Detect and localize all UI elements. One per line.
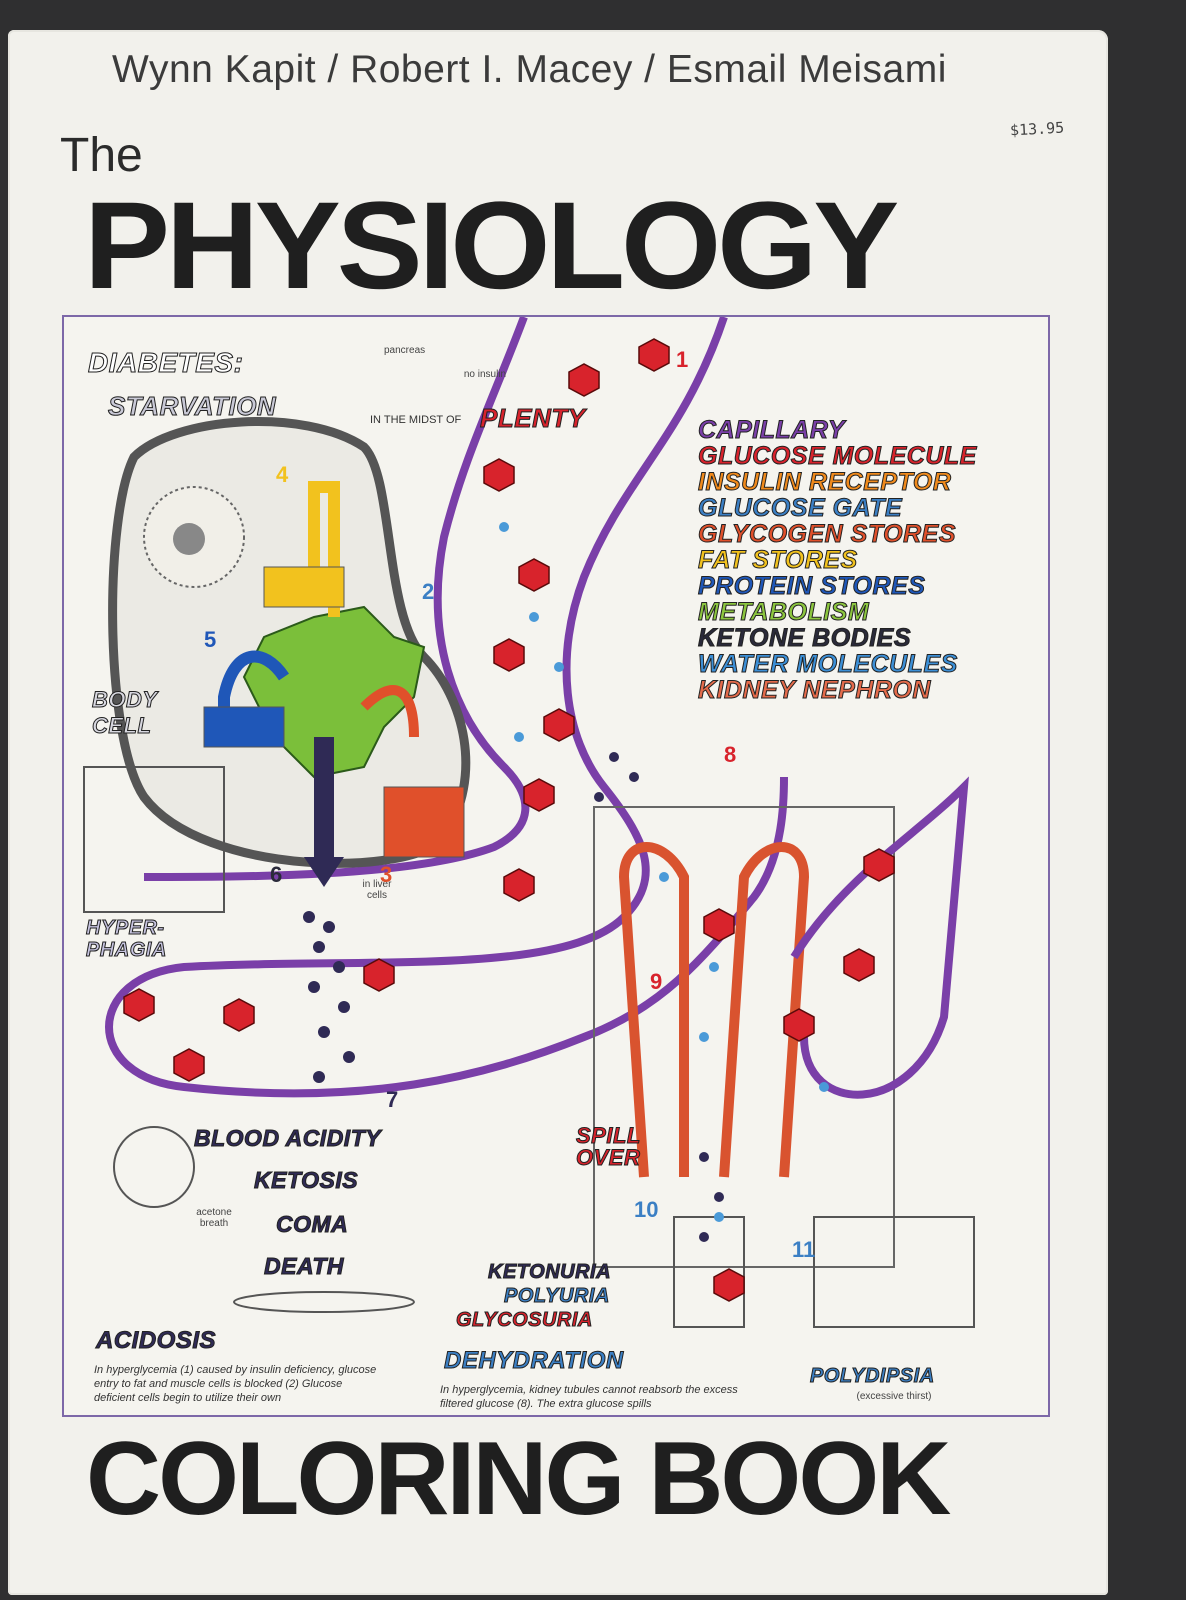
- price-tag: $13.95: [1009, 118, 1065, 140]
- water-molecules: [499, 522, 829, 1222]
- key-protein-stores: PROTEIN STORES: [698, 572, 926, 600]
- key-insulin-receptor: INSULIN RECEPTOR: [698, 468, 952, 496]
- acidosis-heading: ACIDOSIS: [95, 1327, 217, 1355]
- glucose-molecules: [123, 338, 895, 1302]
- heading-starvation: STARVATION: [107, 391, 277, 422]
- heading-midst: IN THE MIDST OF: [370, 414, 462, 426]
- acidosis-text: In hyperglycemia (1) caused by insulin d…: [94, 1364, 377, 1404]
- spill-over-label: SPILL OVER: [576, 1123, 641, 1170]
- glycosuria-label: GLYCOSURIA: [456, 1309, 593, 1332]
- coma-label: COMA: [275, 1211, 349, 1238]
- kidney-nephron: [618, 842, 689, 1178]
- blood-acidity-label: BLOOD ACIDITY: [193, 1125, 382, 1152]
- ketonuria-label: KETONURIA: [487, 1261, 612, 1284]
- excessive-thirst-label: (excessive thirst): [856, 1391, 932, 1402]
- step-4: 4: [276, 462, 289, 487]
- key-water-molecules: WATER MOLECULES: [698, 650, 958, 678]
- hyperphagia-inset: [83, 766, 225, 913]
- dehydration-text: In hyperglycemia, kidney tubules cannot …: [440, 1384, 738, 1410]
- step-9: 9: [650, 969, 663, 994]
- death-label: DEATH: [263, 1253, 345, 1280]
- urine-beaker: [673, 1216, 745, 1328]
- glycogen-stores: [383, 786, 465, 858]
- hyperphagia-label: HYPER-PHAGIA: [86, 917, 167, 962]
- title-the: The: [60, 129, 143, 182]
- step-7: 7: [386, 1087, 399, 1112]
- key-ketone-bodies: KETONE BODIES: [698, 624, 912, 652]
- key-terms-list: CAPILLARY GLUCOSE MOLECULE INSULIN RECEP…: [698, 416, 977, 704]
- thirst-inset: [813, 1216, 975, 1328]
- step-1: 1: [676, 347, 689, 372]
- key-fat-stores: FAT STORES: [698, 546, 858, 574]
- dehydration-heading: DEHYDRATION: [444, 1347, 624, 1375]
- liver-cells-label: in liver cells: [362, 879, 392, 901]
- capillary-vessel: [105, 317, 788, 1098]
- heading-plenty: PLENTY: [480, 403, 586, 434]
- step-2: 2: [422, 579, 435, 604]
- ketosis-label: KETOSIS: [253, 1167, 359, 1194]
- acetone-breath-label: acetone breath: [196, 1207, 232, 1229]
- body-cell-label: BODY CELL: [92, 687, 158, 739]
- key-glucose-molecule: GLUCOSE MOLECULE: [698, 442, 977, 470]
- polyuria-label: POLYURIA: [504, 1285, 610, 1308]
- step-5: 5: [204, 627, 217, 652]
- protein-stores: [203, 706, 285, 748]
- heading-diabetes: DIABETES:: [87, 347, 244, 379]
- key-glucose-gate: GLUCOSE GATE: [698, 494, 903, 522]
- step-3: 3: [380, 862, 393, 887]
- step-10: 10: [634, 1197, 659, 1222]
- step-6: 6: [270, 862, 283, 887]
- book-title: PHYSIOLOGY: [84, 177, 899, 315]
- ketone-bodies: [303, 752, 724, 1242]
- step-11: 11: [792, 1237, 816, 1262]
- book-subtitle: COLORING BOOK: [86, 1421, 951, 1537]
- pancreas-label: pancreas: [384, 345, 426, 356]
- step-8: 8: [724, 742, 737, 767]
- illustration-drawing: [83, 317, 975, 1328]
- fat-stores: [263, 566, 345, 608]
- key-glycogen-stores: GLYCOGEN STORES: [698, 520, 957, 548]
- head-sketch: [113, 1126, 195, 1208]
- no-insulin-label: no insulin: [463, 369, 507, 380]
- key-kidney-nephron: KIDNEY NEPHRON: [698, 676, 931, 704]
- illustration-panel: DIABETES: STARVATION IN THE MIDST OF PLE…: [62, 315, 1050, 1417]
- key-metabolism: METABOLISM: [698, 598, 870, 626]
- prone-figure: [233, 1291, 415, 1313]
- authors: Wynn Kapit / Robert I. Macey / Esmail Me…: [112, 48, 947, 91]
- polydipsia-heading: POLYDIPSIA: [810, 1365, 935, 1388]
- key-capillary: CAPILLARY: [698, 416, 846, 444]
